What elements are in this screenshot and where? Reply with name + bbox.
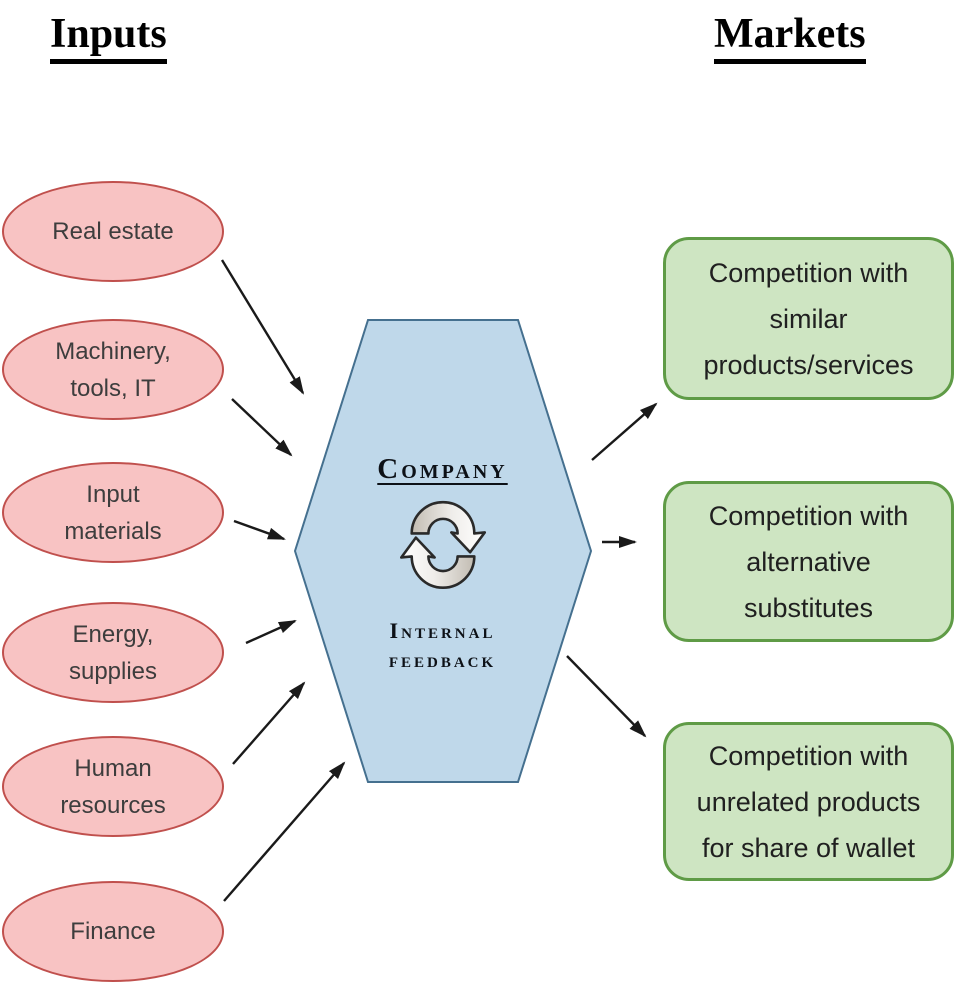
market-label: unrelated products <box>696 786 921 817</box>
page-title-markets: Markets <box>714 12 866 65</box>
flow-arrow-input-machinery <box>231 398 293 457</box>
input-label: Real estate <box>52 218 174 245</box>
flow-arrow-input-finance <box>223 761 346 902</box>
input-ellipse-finance: Finance <box>2 881 224 982</box>
market-box-unrelated-products: Competition with unrelated products for … <box>663 722 954 881</box>
input-label: Energy, <box>72 620 154 648</box>
input-label: Input <box>86 480 140 508</box>
market-label: substitutes <box>743 592 874 623</box>
page-title-inputs: Inputs <box>50 12 167 65</box>
flow-arrow-market-unrelated <box>566 655 647 738</box>
input-label: Machinery, <box>55 337 171 365</box>
input-label: resources <box>60 791 166 819</box>
input-label: supplies <box>68 657 158 685</box>
market-label: similar <box>769 303 848 334</box>
market-label: products/services <box>703 349 914 380</box>
company-subtitle: Internal feedback <box>294 616 591 674</box>
input-label: Human <box>74 754 152 782</box>
market-label: Competition with <box>708 257 909 288</box>
market-box-alternative-substitutes: Competition with alternative substitutes <box>663 481 954 642</box>
input-ellipse-machinery-tools-it: Machinery, tools, IT <box>2 319 224 420</box>
market-label: Competition with <box>708 500 909 531</box>
input-ellipse-human-resources: Human resources <box>2 736 224 837</box>
input-label: materials <box>64 517 162 545</box>
market-label: Competition with <box>708 740 909 771</box>
flow-arrow-input-energy <box>245 619 297 645</box>
company-subtitle-line: feedback <box>388 647 497 672</box>
market-box-similar-products: Competition with similar products/servic… <box>663 237 954 400</box>
market-label: for share of wallet <box>701 832 916 863</box>
flow-arrow-input-human <box>232 681 306 765</box>
company-subtitle-line: Internal <box>389 618 496 643</box>
input-label: tools, IT <box>70 374 156 402</box>
market-label: alternative <box>746 546 871 577</box>
cycle-arrows-icon <box>399 500 487 590</box>
flow-arrow-input-materials <box>233 519 286 541</box>
company-title: Company <box>377 453 508 485</box>
flow-arrow-market-similar <box>591 402 658 461</box>
input-ellipse-real-estate: Real estate <box>2 181 224 282</box>
input-ellipse-energy-supplies: Energy, supplies <box>2 602 224 703</box>
company-hexagon <box>293 319 593 783</box>
input-label: Finance <box>70 918 156 945</box>
flow-arrow-input-real-estate <box>220 259 305 395</box>
input-ellipse-input-materials: Input materials <box>2 462 224 563</box>
